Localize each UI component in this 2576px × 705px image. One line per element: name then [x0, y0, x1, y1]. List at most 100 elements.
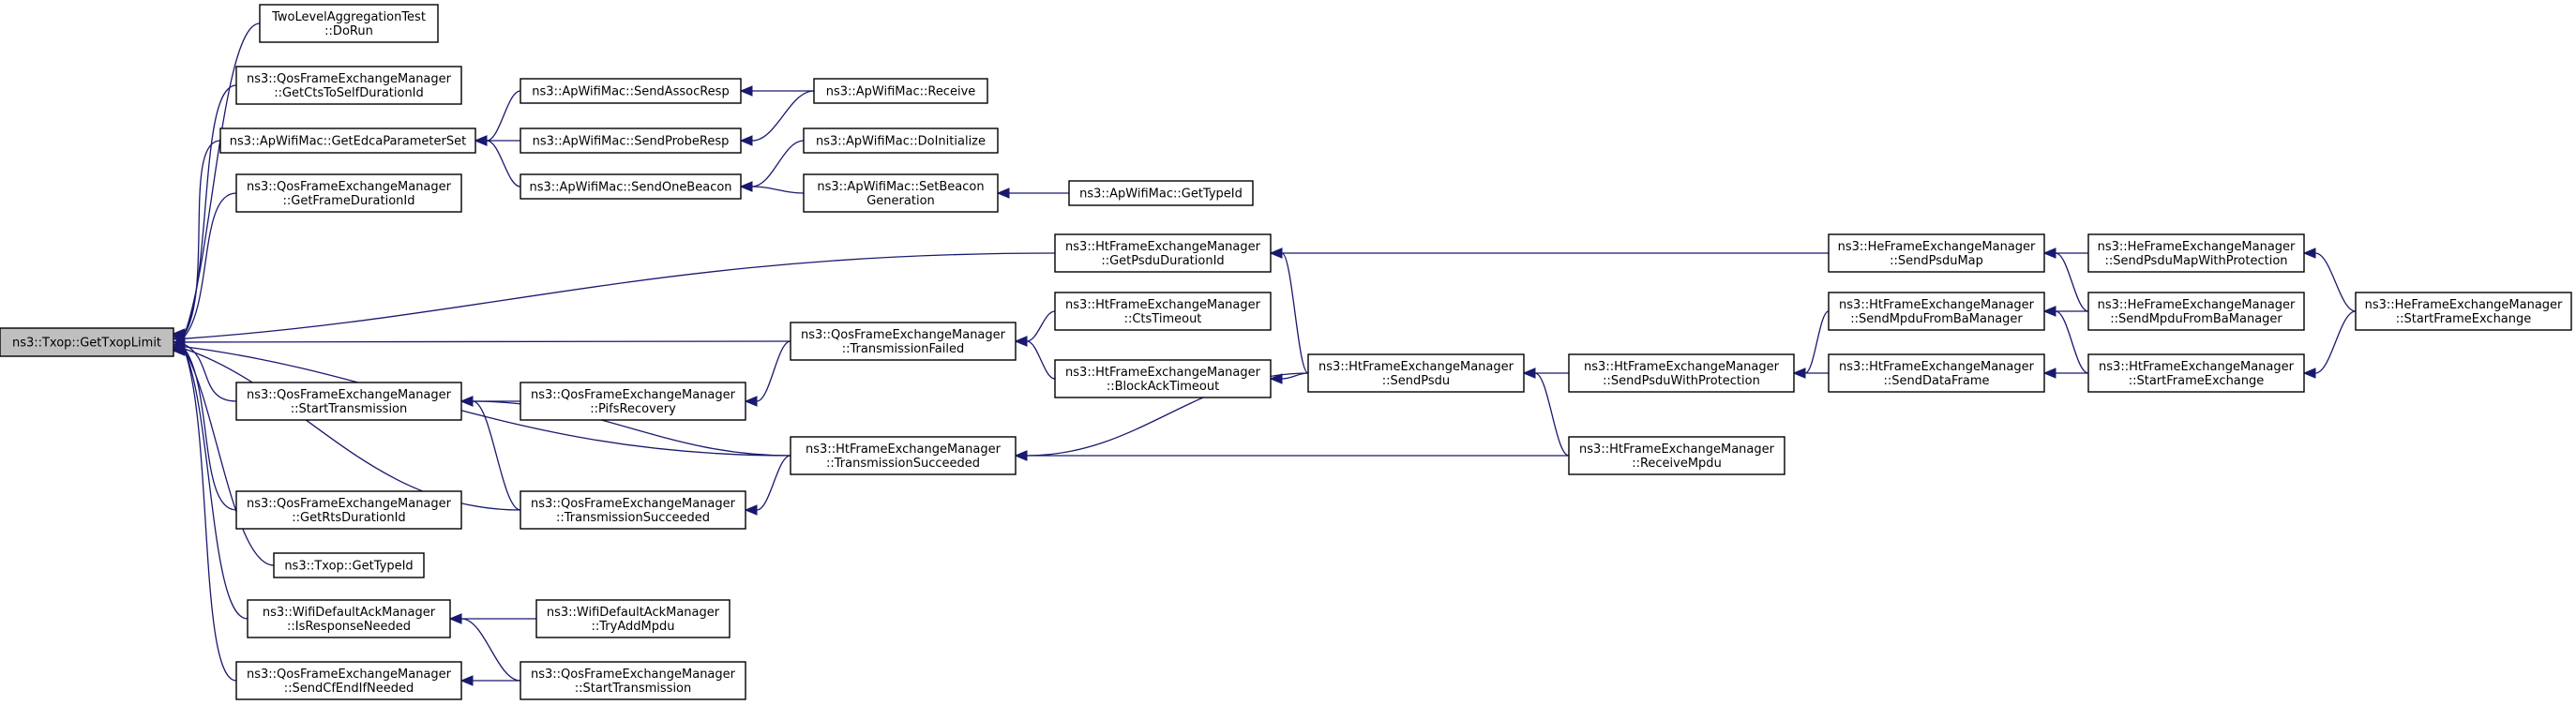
- node-box[interactable]: [0, 327, 174, 357]
- call-edge: [2314, 252, 2357, 312]
- function-node[interactable]: ns3::QosFrameExchangeManager::GetCtsToSe…: [235, 66, 462, 105]
- node-box[interactable]: [235, 382, 462, 421]
- node-box[interactable]: [520, 490, 746, 530]
- call-edge: [184, 350, 237, 682]
- call-edge: [184, 350, 249, 620]
- node-box[interactable]: [2087, 353, 2305, 393]
- node-box[interactable]: [1568, 436, 1785, 475]
- node-box[interactable]: [790, 436, 1017, 475]
- function-node[interactable]: ns3::QosFrameExchangeManager::StartTrans…: [235, 382, 462, 421]
- function-node[interactable]: ns3::HeFrameExchangeManager::SendMpduFro…: [2087, 292, 2305, 331]
- function-node[interactable]: ns3::HtFrameExchangeManager::BlockAckTim…: [1054, 359, 1272, 398]
- function-node[interactable]: ns3::ApWifiMac::DoInitialize: [803, 128, 999, 154]
- function-node[interactable]: TwoLevelAggregationTest::DoRun: [259, 4, 439, 43]
- function-node[interactable]: ns3::HtFrameExchangeManager::SendMpduFro…: [1828, 292, 2045, 331]
- node-box[interactable]: [1828, 292, 2045, 331]
- function-node[interactable]: ns3::QosFrameExchangeManager::PifsRecove…: [520, 382, 746, 421]
- arrowhead: [2302, 368, 2316, 379]
- node-label: ns3::ApWifiMac::DoInitialize: [816, 135, 986, 149]
- call-edge: [184, 346, 791, 457]
- function-node[interactable]: ns3::WifiDefaultAckManager::TryAddMpdu: [535, 599, 731, 638]
- node-label: ns3::QosFrameExchangeManager: [247, 72, 452, 86]
- node-box[interactable]: [273, 552, 425, 578]
- function-node[interactable]: ns3::HtFrameExchangeManager::SendPsdu: [1307, 353, 1525, 393]
- node-box[interactable]: [520, 382, 746, 421]
- node-box[interactable]: [1307, 353, 1525, 393]
- call-edge: [184, 348, 521, 511]
- node-box[interactable]: [235, 490, 462, 530]
- node-box[interactable]: [790, 322, 1017, 361]
- node-box[interactable]: [2087, 292, 2305, 331]
- node-label: ::ReceiveMpdu: [1632, 457, 1722, 471]
- node-box[interactable]: [2355, 292, 2572, 331]
- function-node[interactable]: ns3::HtFrameExchangeManager::CtsTimeout: [1054, 292, 1272, 331]
- function-node[interactable]: ns3::WifiDefaultAckManager::IsResponseNe…: [247, 599, 451, 638]
- function-node[interactable]: ns3::QosFrameExchangeManager::Transmissi…: [790, 322, 1017, 361]
- node-box[interactable]: [1054, 292, 1272, 331]
- function-node[interactable]: ns3::ApWifiMac::SendOneBeacon: [520, 173, 742, 200]
- function-node[interactable]: ns3::Txop::GetTypeId: [273, 552, 425, 578]
- node-label: ::DoRun: [324, 24, 373, 38]
- function-node[interactable]: ns3::HtFrameExchangeManager::SendPsduWit…: [1568, 353, 1795, 393]
- function-node[interactable]: ns3::QosFrameExchangeManager::GetRtsDura…: [235, 490, 462, 530]
- call-edge: [1026, 340, 1056, 380]
- node-label: ns3::QosFrameExchangeManager: [531, 388, 736, 402]
- node-box[interactable]: [219, 128, 476, 154]
- node-box[interactable]: [235, 66, 462, 105]
- node-box[interactable]: [520, 128, 742, 154]
- arrowhead: [739, 181, 753, 192]
- node-box[interactable]: [1568, 353, 1795, 393]
- node-box[interactable]: [235, 661, 462, 700]
- node-box[interactable]: [1068, 180, 1254, 206]
- node-box[interactable]: [1054, 359, 1272, 398]
- node-box[interactable]: [1828, 233, 2045, 273]
- node-label: ns3::ApWifiMac::GetTypeId: [1079, 188, 1243, 202]
- function-node[interactable]: ns3::HtFrameExchangeManager::GetPsduDura…: [1054, 233, 1272, 273]
- function-node[interactable]: ns3::QosFrameExchangeManager::SendCfEndI…: [235, 661, 462, 700]
- function-node[interactable]: ns3::ApWifiMac::SendProbeResp: [520, 128, 742, 154]
- function-node[interactable]: ns3::HeFrameExchangeManager::SendPsduMap…: [2087, 233, 2305, 273]
- function-node[interactable]: ns3::HeFrameExchangeManager::StartFrameE…: [2355, 292, 2572, 331]
- arrowhead: [739, 85, 753, 97]
- node-box[interactable]: [803, 173, 999, 213]
- function-node[interactable]: ns3::ApWifiMac::SendAssocResp: [520, 78, 742, 104]
- node-box[interactable]: [520, 661, 746, 700]
- node-label: ns3::Txop::GetTypeId: [284, 560, 413, 574]
- node-box[interactable]: [1828, 353, 2045, 393]
- function-node[interactable]: ns3::ApWifiMac::Receive: [813, 78, 988, 104]
- function-node[interactable]: ns3::QosFrameExchangeManager::StartTrans…: [520, 661, 746, 700]
- node-box[interactable]: [1054, 233, 1272, 273]
- node-label: ns3::WifiDefaultAckManager: [263, 606, 436, 620]
- function-node[interactable]: ns3::ApWifiMac::GetTypeId: [1068, 180, 1254, 206]
- node-box[interactable]: [247, 599, 451, 638]
- edges-layer: [172, 22, 2357, 686]
- root-node[interactable]: ns3::Txop::GetTxopLimit: [0, 327, 174, 357]
- function-node[interactable]: ns3::HtFrameExchangeManager::Transmissio…: [790, 436, 1017, 475]
- function-node[interactable]: ns3::ApWifiMac::GetEdcaParameterSet: [219, 128, 476, 154]
- node-label: ns3::HtFrameExchangeManager: [1065, 366, 1261, 380]
- node-box[interactable]: [535, 599, 731, 638]
- node-box[interactable]: [235, 173, 462, 213]
- function-node[interactable]: ns3::HtFrameExchangeManager::StartFrameE…: [2087, 353, 2305, 393]
- node-label: ::GetFrameDurationId: [283, 194, 415, 208]
- node-box[interactable]: [813, 78, 988, 104]
- call-edge: [184, 84, 237, 335]
- function-node[interactable]: ns3::HeFrameExchangeManager::SendPsduMap: [1828, 233, 2045, 273]
- function-node[interactable]: ns3::HtFrameExchangeManager::ReceiveMpdu: [1568, 436, 1785, 475]
- function-node[interactable]: ns3::QosFrameExchangeManager::Transmissi…: [520, 490, 746, 530]
- call-edge: [472, 400, 791, 457]
- node-label: Generation: [866, 194, 935, 208]
- function-node[interactable]: ns3::QosFrameExchangeManager::GetFrameDu…: [235, 173, 462, 213]
- node-label: ns3::HtFrameExchangeManager: [2099, 360, 2295, 374]
- node-box[interactable]: [259, 4, 439, 43]
- arrowhead: [1014, 450, 1028, 461]
- node-box[interactable]: [520, 173, 742, 200]
- node-box[interactable]: [2087, 233, 2305, 273]
- node-label: ns3::HeFrameExchangeManager: [2098, 298, 2296, 312]
- function-node[interactable]: ns3::HtFrameExchangeManager::SendDataFra…: [1828, 353, 2045, 393]
- node-box[interactable]: [803, 128, 999, 154]
- node-box[interactable]: [520, 78, 742, 104]
- node-label: ns3::HtFrameExchangeManager: [1584, 360, 1780, 374]
